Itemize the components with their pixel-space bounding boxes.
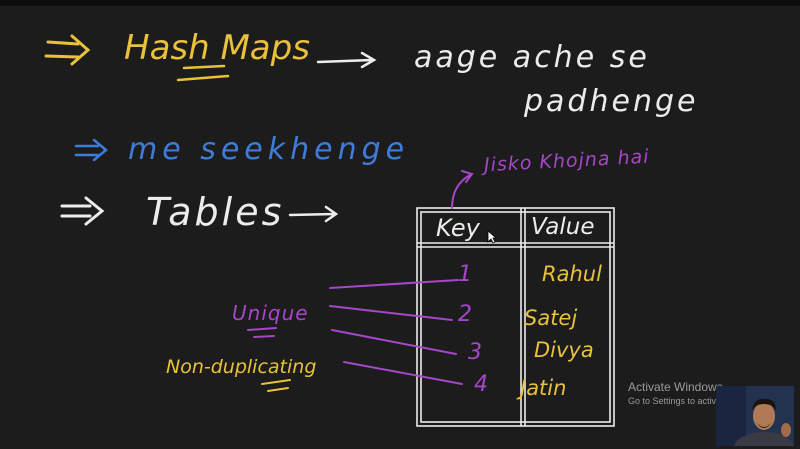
table-key-3: 3	[468, 340, 482, 365]
table-value-4: Jatin	[520, 376, 567, 400]
note-hash-maps: Hash Maps	[124, 28, 310, 68]
watermark-title: Activate Windows	[628, 380, 723, 394]
key-pointer-arrow	[451, 170, 474, 209]
mouse-cursor-icon	[487, 230, 497, 244]
note-aage-ache-se: aage ache se	[414, 40, 650, 75]
table-key-2: 2	[458, 302, 472, 327]
hash-underline	[176, 64, 230, 82]
watermark-subtitle: Go to Settings to activate Windows.	[628, 396, 771, 406]
arrow-to-aage	[316, 51, 377, 69]
top-border	[0, 0, 800, 6]
table-header-value: Value	[531, 214, 595, 240]
table-key-4: 4	[474, 372, 488, 397]
implies-arrow-blue	[74, 138, 108, 162]
key-connector-lines	[329, 279, 463, 385]
note-unique: Unique	[232, 301, 309, 325]
table-value-1: Rahul	[542, 262, 602, 286]
note-non-duplicating: Non-duplicating	[166, 356, 317, 378]
note-hum-seekhenge: me seekhenge	[128, 132, 410, 167]
non-duplicating-underline	[261, 379, 291, 392]
implies-arrow-white	[60, 196, 105, 226]
implies-arrow-yellow	[44, 34, 91, 66]
presenter-webcam	[716, 386, 794, 446]
presenter-webcam-icon	[716, 386, 794, 446]
table-header-key: Key	[436, 214, 480, 242]
table-value-3: Divya	[534, 338, 594, 362]
table-key-1: 1	[458, 262, 472, 287]
unique-underline	[247, 327, 277, 338]
arrow-to-table	[288, 205, 339, 223]
activate-windows-watermark: Activate Windows Go to Settings to activ…	[628, 380, 770, 406]
note-tables: Tables	[146, 190, 285, 234]
table-value-2: Satej	[524, 306, 578, 330]
note-padhenge: padhenge	[524, 84, 699, 119]
